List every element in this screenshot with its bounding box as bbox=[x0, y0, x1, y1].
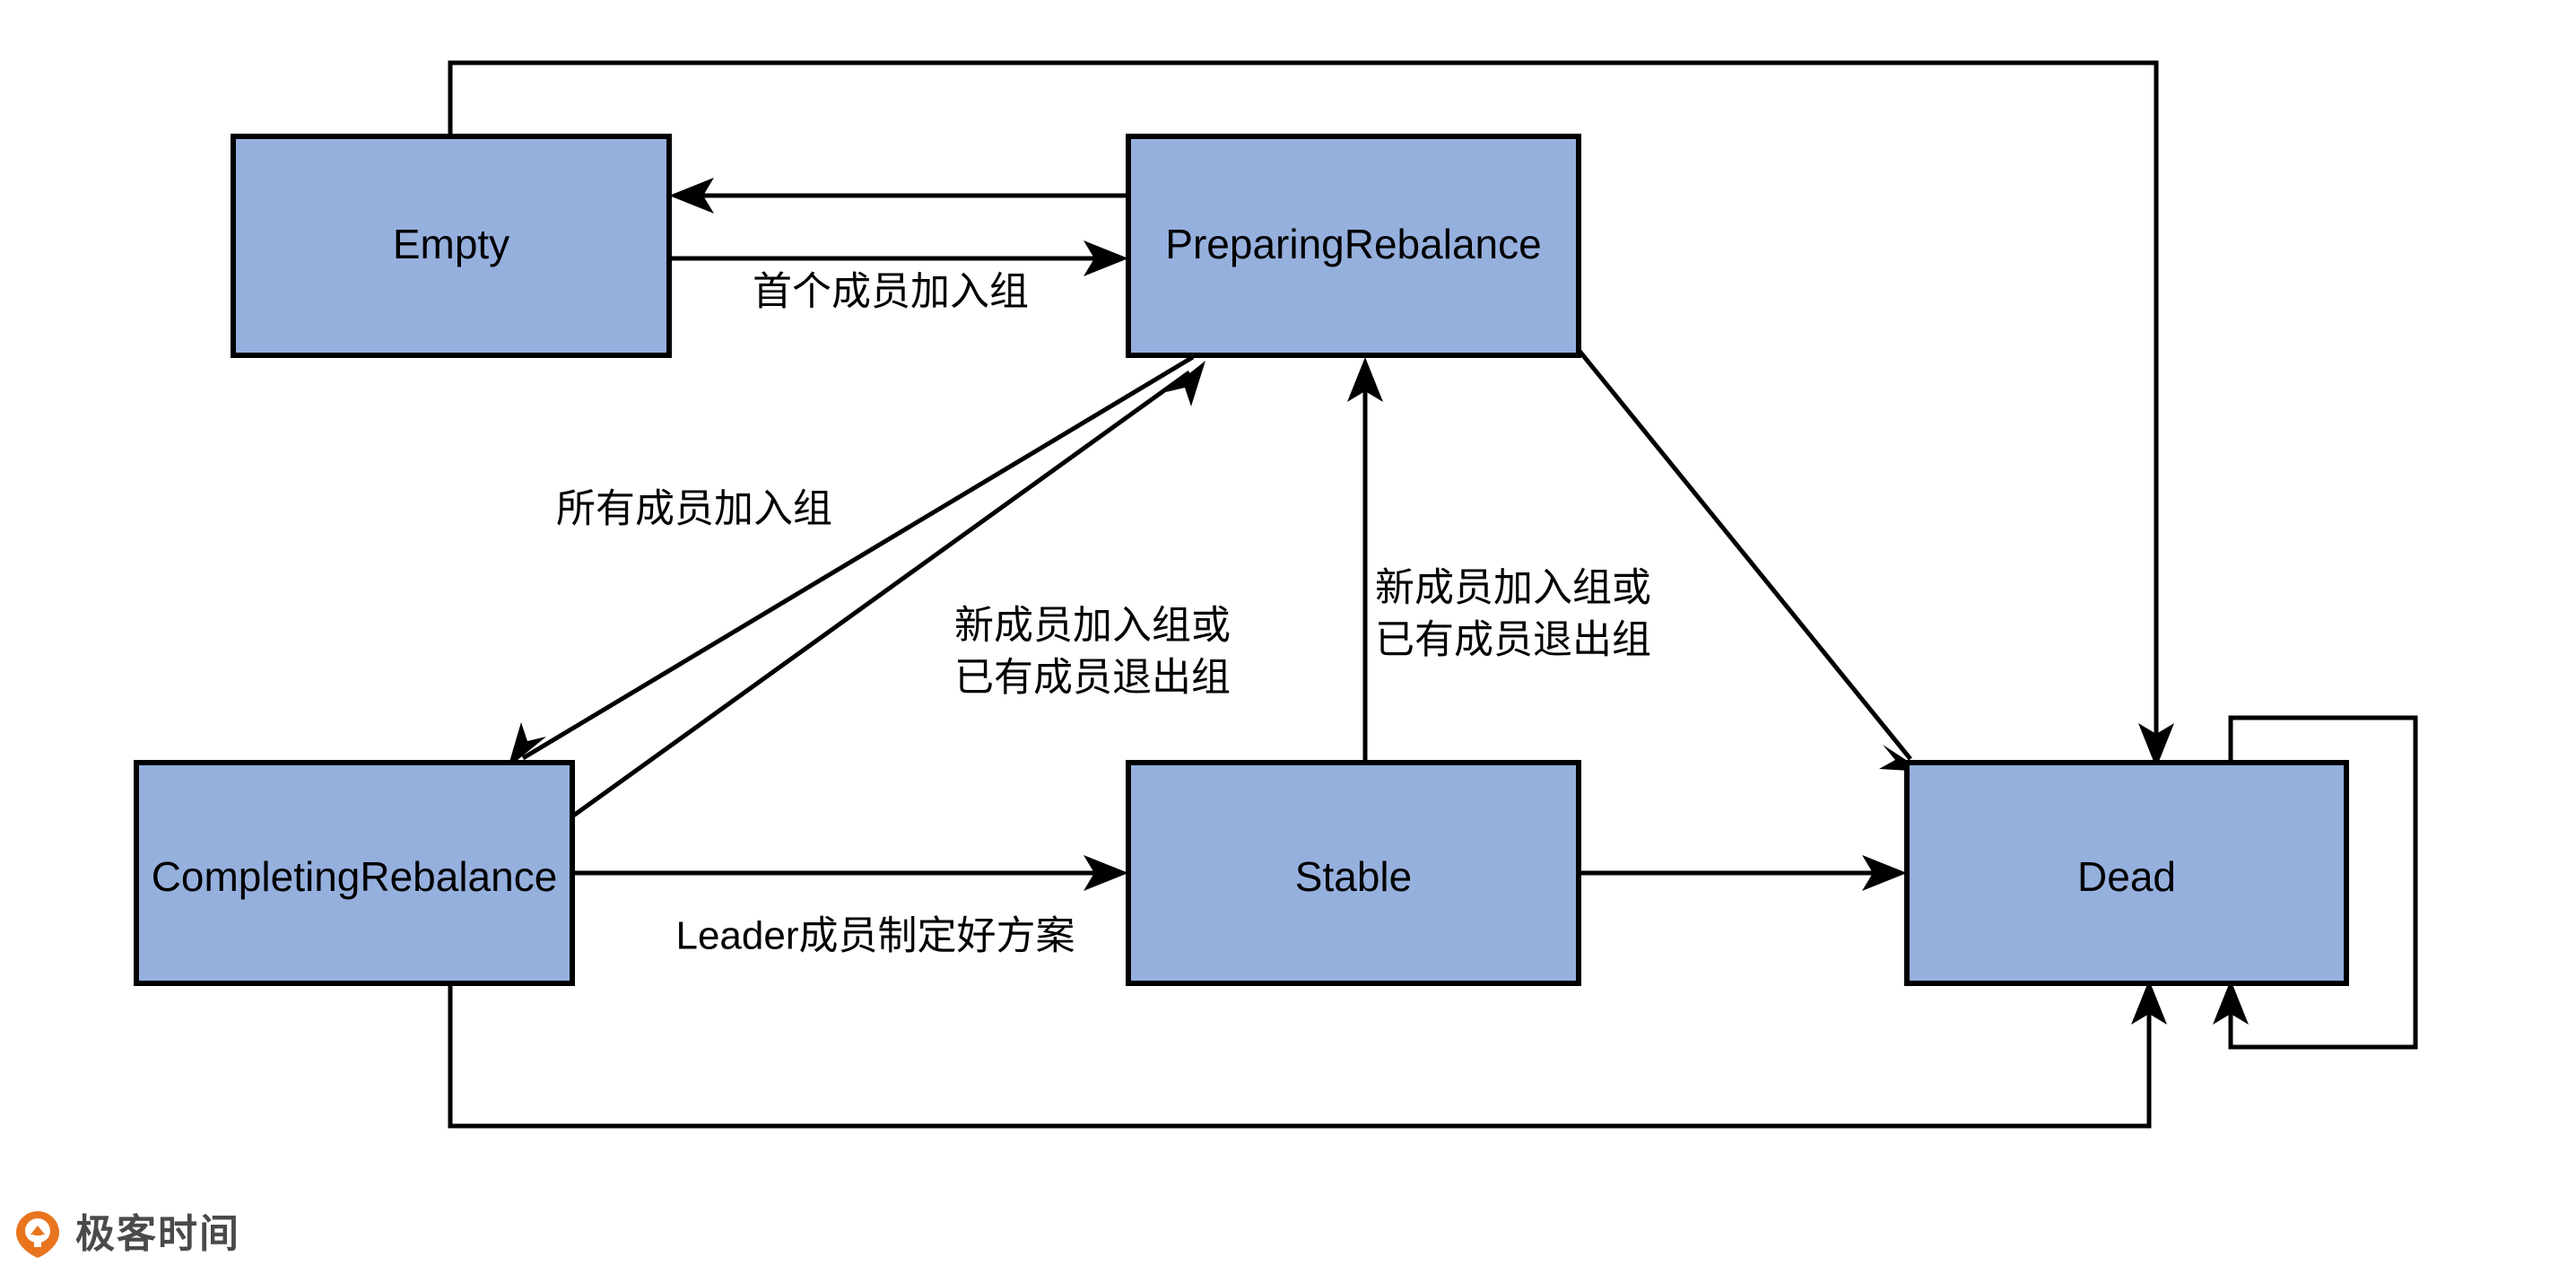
edge-preparing-to-completing-line bbox=[521, 354, 1195, 761]
geektime-logo-icon bbox=[13, 1209, 63, 1260]
edge-preparing-to-empty bbox=[669, 178, 1128, 214]
state-box-dead[interactable] bbox=[1904, 760, 2349, 986]
arrowhead-up bbox=[2131, 980, 2167, 1025]
edge-completing-to-preparing: 新成员加入组或 已有成员退出组 bbox=[570, 361, 1231, 819]
edge-stable-to-dead bbox=[1579, 855, 1907, 891]
arrowhead-right bbox=[1862, 855, 1907, 891]
arrowhead-right bbox=[1083, 240, 1128, 276]
edge-completing-to-dead-line bbox=[448, 983, 2152, 1129]
edge-dead-self-loop-line bbox=[2228, 715, 2418, 1050]
edge-completing-to-dead bbox=[448, 980, 2167, 1129]
state-node-stable[interactable]: Stable bbox=[1126, 760, 1581, 986]
edge-label-completing-to-stable: Leader成员制定好方案 bbox=[675, 914, 1075, 958]
edge-completing-to-stable: Leader成员制定好方案 bbox=[572, 855, 1128, 958]
watermark: 极客时间 bbox=[13, 1209, 240, 1260]
state-box-preparing-rebalance[interactable] bbox=[1126, 134, 1581, 358]
state-label-preparing-rebalance: PreparingRebalance bbox=[1165, 221, 1541, 267]
edge-completing-to-preparing-line bbox=[570, 370, 1191, 819]
edge-label-completing-to-preparing-line2: 已有成员退出组 bbox=[954, 656, 1231, 700]
edge-stable-to-preparing: 新成员加入组或 已有成员退出组 bbox=[1347, 357, 1651, 763]
arrowhead-down-left bbox=[508, 722, 546, 768]
state-box-stable[interactable] bbox=[1126, 760, 1581, 986]
state-box-empty[interactable] bbox=[231, 134, 672, 358]
edge-label-completing-to-preparing-line1: 新成员加入组或 bbox=[954, 604, 1231, 648]
arrowhead-right bbox=[1083, 855, 1128, 891]
arrowhead-up-right bbox=[1166, 361, 1205, 406]
state-node-dead[interactable]: Dead bbox=[1904, 760, 2349, 986]
arrowhead-left bbox=[669, 178, 714, 214]
state-label-dead: Dead bbox=[2077, 853, 2176, 900]
state-node-empty[interactable]: Empty bbox=[231, 134, 672, 358]
arrowhead-up bbox=[2213, 980, 2249, 1025]
edge-empty-to-dead-line bbox=[448, 60, 2159, 752]
state-node-completing-rebalance[interactable]: CompletingRebalance bbox=[134, 760, 575, 986]
state-label-completing-rebalance: CompletingRebalance bbox=[152, 853, 558, 900]
arrowhead-down bbox=[2138, 723, 2174, 768]
state-box-completing-rebalance[interactable] bbox=[134, 760, 575, 986]
edge-dead-self-loop bbox=[2213, 715, 2418, 1050]
edge-label-preparing-to-completing: 所有成员加入组 bbox=[556, 487, 832, 531]
edge-label-empty-to-preparing: 首个成员加入组 bbox=[753, 270, 1029, 314]
state-label-empty: Empty bbox=[393, 221, 509, 267]
watermark-text: 极客时间 bbox=[75, 1211, 240, 1257]
edge-label-stable-to-preparing-line1: 新成员加入组或 bbox=[1375, 566, 1651, 610]
edge-preparing-to-dead bbox=[1577, 348, 1924, 772]
state-label-stable: Stable bbox=[1295, 853, 1412, 900]
edge-label-stable-to-preparing-line2: 已有成员退出组 bbox=[1375, 618, 1651, 662]
state-node-preparing-rebalance[interactable]: PreparingRebalance bbox=[1126, 134, 1581, 358]
edge-preparing-to-dead-line bbox=[1577, 348, 1912, 761]
arrowhead-up bbox=[1347, 357, 1383, 402]
edge-preparing-to-completing: 所有成员加入组 bbox=[508, 354, 1195, 768]
edge-empty-to-preparing: 首个成员加入组 bbox=[669, 240, 1128, 314]
edge-empty-to-dead bbox=[448, 60, 2174, 768]
